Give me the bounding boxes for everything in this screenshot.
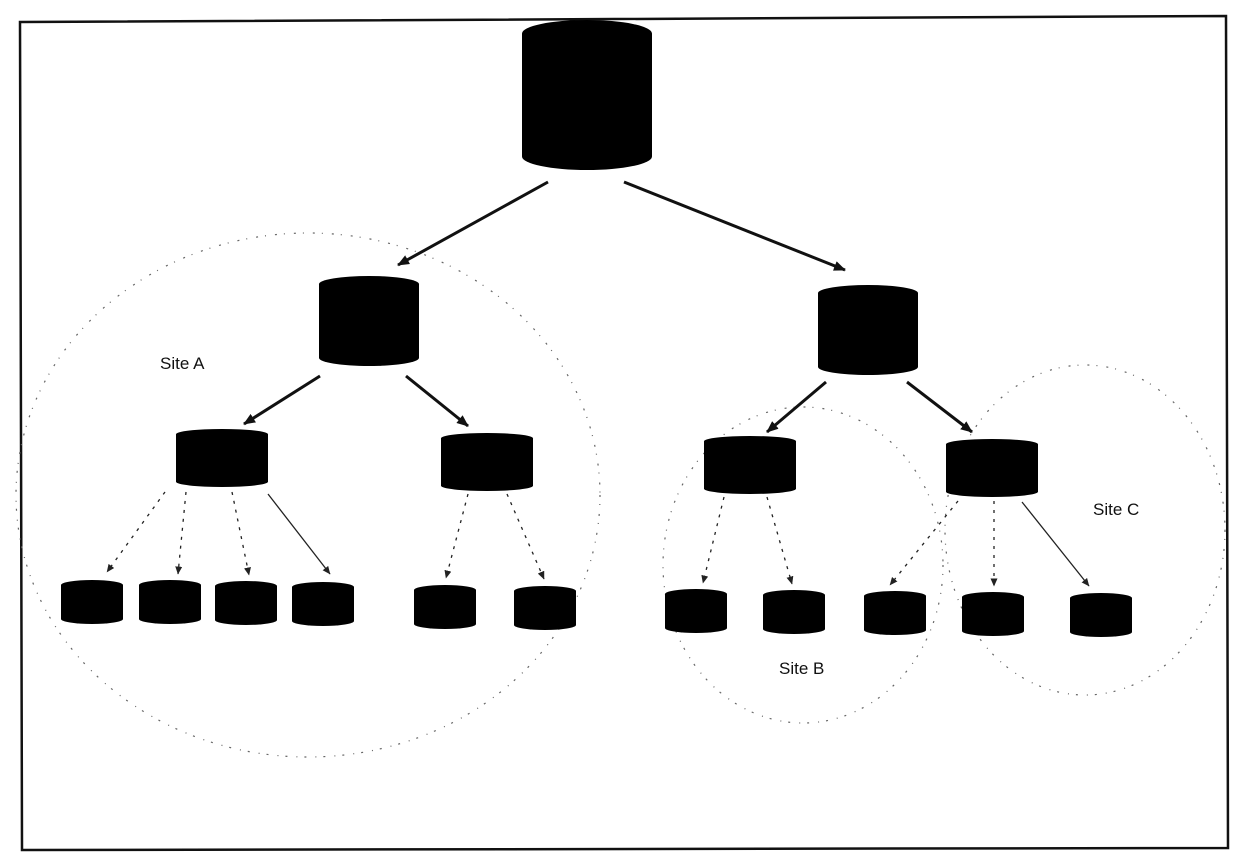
- database-icon: [763, 590, 825, 634]
- database-icon: [414, 585, 476, 629]
- database-icon: [139, 580, 201, 624]
- database-node-l2-a: [176, 429, 268, 487]
- database-node-mid-left: [319, 276, 419, 366]
- site-c-label: Site C: [1093, 500, 1139, 519]
- database-node-leaf-9: [864, 591, 926, 635]
- site-c-boundary: [944, 364, 1226, 696]
- edge-l2-d-to-leaf-11: [1021, 501, 1090, 587]
- database-icon: [176, 429, 268, 487]
- edge-l2-a-to-leaf-2: [175, 491, 187, 575]
- database-node-l2-b: [441, 433, 533, 492]
- edge-l2-c-to-leaf-8: [766, 496, 794, 585]
- database-icon: [514, 586, 576, 630]
- site-a-label: Site A: [160, 354, 205, 373]
- database-icon: [864, 591, 926, 635]
- database-node-leaf-6: [514, 586, 576, 630]
- database-icon: [292, 582, 354, 626]
- database-node-l2-d: [946, 439, 1038, 497]
- database-node-leaf-11: [1070, 593, 1132, 637]
- database-node-leaf-10: [962, 592, 1024, 636]
- edge-root-to-mid-right: [623, 180, 846, 272]
- edge-mid-left-to-l2-b: [405, 374, 469, 428]
- site-a-boundary: [15, 232, 601, 758]
- diagram-frame: [18, 14, 1230, 852]
- edge-l2-a-to-leaf-1: [106, 491, 166, 573]
- site-b-label: Site B: [779, 659, 824, 678]
- database-node-leaf-1: [61, 580, 123, 624]
- database-icon: [946, 439, 1038, 497]
- database-node-leaf-8: [763, 590, 825, 634]
- database-icon: [1070, 593, 1132, 637]
- database-icon: [962, 592, 1024, 636]
- database-node-leaf-5: [414, 585, 476, 629]
- database-node-leaf-4: [292, 582, 354, 626]
- database-icon: [319, 276, 419, 366]
- database-node-l2-c: [704, 436, 796, 495]
- edge-l2-a-to-leaf-3: [231, 491, 251, 576]
- database-node-root: [522, 20, 652, 170]
- database-node-mid-right: [817, 285, 918, 375]
- edge-mid-left-to-l2-a: [243, 374, 321, 426]
- edge-l2-d-to-leaf-9: [889, 500, 959, 586]
- edge-l2-b-to-leaf-6: [506, 493, 545, 580]
- database-icon: [665, 589, 727, 633]
- edge-l2-a-to-leaf-4: [267, 493, 331, 575]
- edge-mid-right-to-l2-c: [766, 380, 827, 434]
- database-icon: [704, 436, 796, 495]
- database-icon: [215, 581, 277, 625]
- edge-mid-right-to-l2-d: [906, 380, 973, 434]
- edge-l2-c-to-leaf-7: [701, 496, 725, 584]
- database-icon: [817, 285, 918, 375]
- database-icon: [522, 20, 652, 170]
- edge-root-to-mid-left: [397, 180, 549, 267]
- site-b-boundary: [662, 406, 944, 724]
- database-icon: [441, 433, 533, 492]
- database-icon: [61, 580, 123, 624]
- database-node-leaf-3: [215, 581, 277, 625]
- edge-l2-b-to-leaf-5: [444, 493, 469, 579]
- database-node-leaf-7: [665, 589, 727, 633]
- database-node-leaf-2: [139, 580, 201, 624]
